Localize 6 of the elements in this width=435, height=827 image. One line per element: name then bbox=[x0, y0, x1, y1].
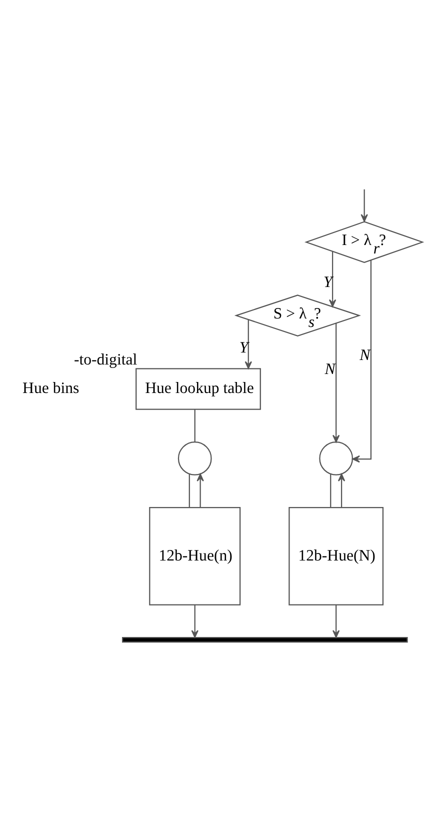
edge-label: Y bbox=[238, 339, 248, 356]
edge-label: N bbox=[324, 360, 335, 378]
node-label: -to-digital bbox=[73, 351, 137, 368]
label: Hue bins bbox=[22, 380, 79, 398]
edge-label: Y bbox=[323, 274, 332, 292]
edge-label: N bbox=[359, 346, 370, 364]
